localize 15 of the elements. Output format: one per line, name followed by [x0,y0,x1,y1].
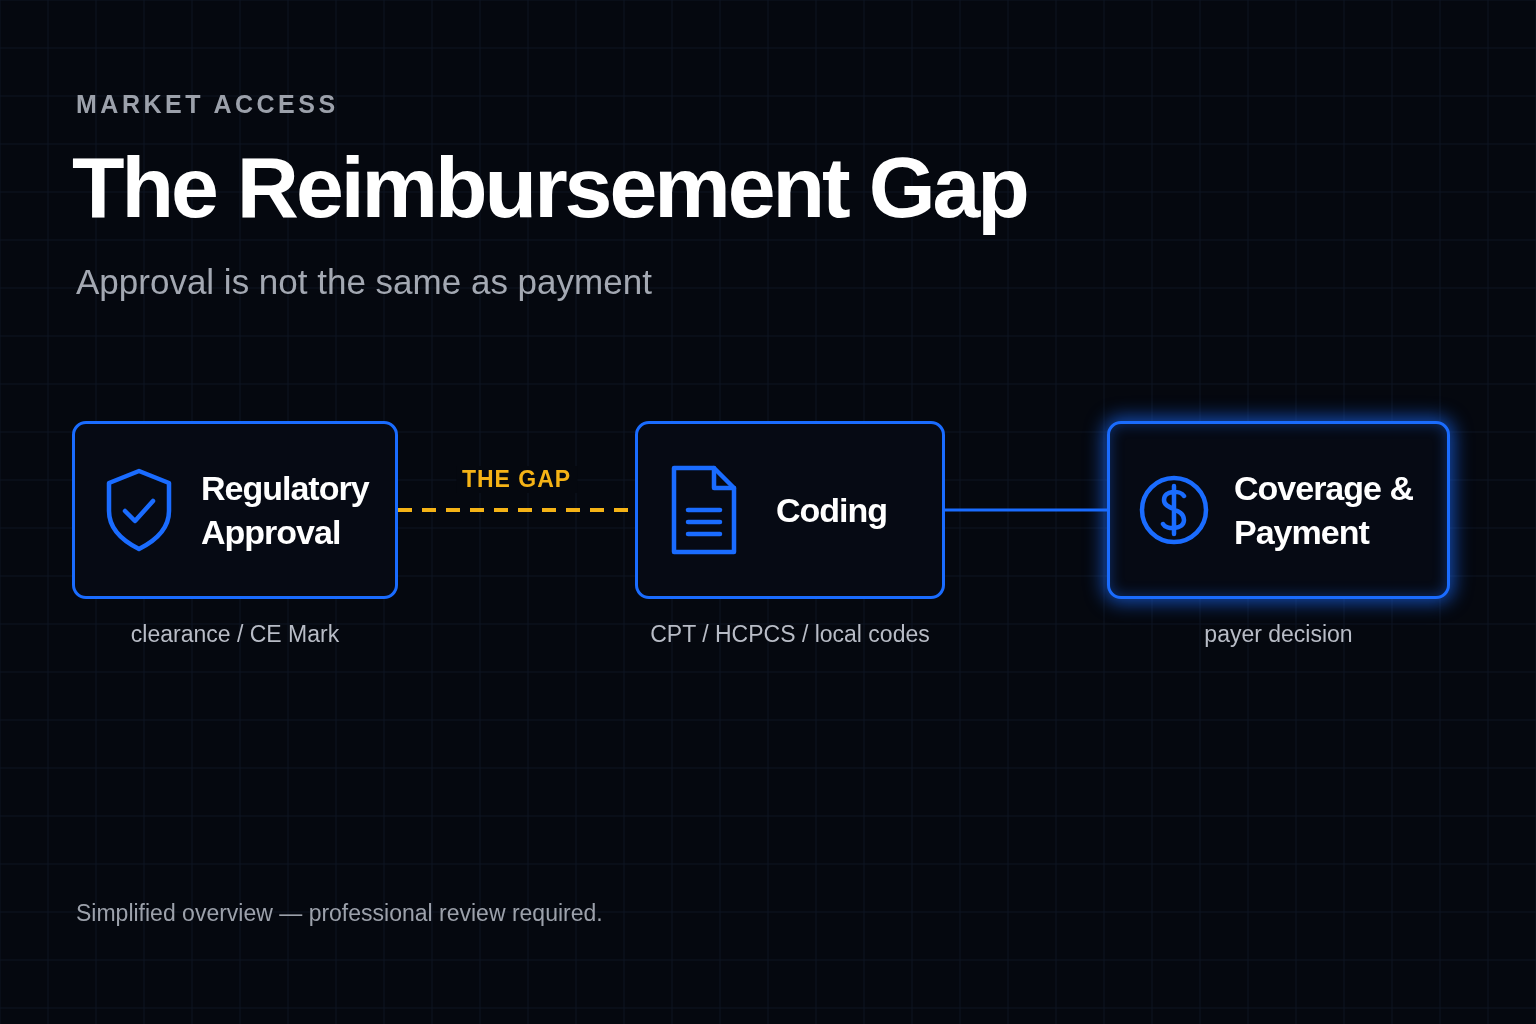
title: The Reimbursement Gap [72,138,1027,237]
process-box [72,421,398,599]
process-box [635,421,945,599]
node-label: Regulatory Approval [201,468,371,553]
node-label: Coverage & Payment [1234,468,1414,553]
process-box [1107,421,1450,599]
node-caption: CPT / HCPCS / local codes [650,621,930,648]
section-label: MARKET ACCESS [76,90,339,119]
edge-label: THE GAP [455,466,578,493]
subtitle: Approval is not the same as payment [76,262,652,302]
connector-line [945,508,1107,512]
node-caption: payer decision [1204,621,1353,648]
node-caption: clearance / CE Mark [130,621,340,648]
footer-note: Simplified overview — professional review required. [76,900,603,927]
node-label: Coding [776,490,889,531]
